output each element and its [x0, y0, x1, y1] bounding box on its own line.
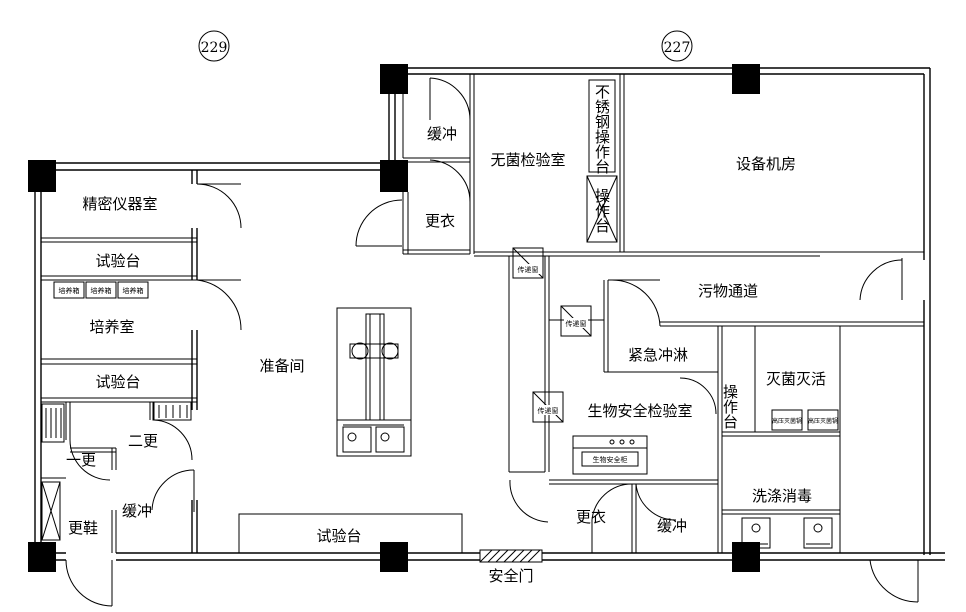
- pass-box-2-label: 传递窗: [566, 319, 587, 328]
- autoclave-1: 高压灭菌锅: [771, 409, 803, 431]
- left-partitions: [41, 170, 198, 553]
- right-partitions: [508, 256, 924, 553]
- cross-bench-label: 操作台: [593, 188, 611, 233]
- exterior-door-right: [869, 559, 919, 603]
- grid-marker-229-label: 229: [201, 40, 228, 56]
- grid-marker-227: 227: [661, 30, 693, 62]
- pass-box-1: 传递窗: [512, 247, 544, 279]
- pass-box-3: 传递窗: [532, 391, 564, 423]
- room-waste-corridor: 污物通道: [698, 282, 758, 300]
- room-culture: 培养室: [89, 318, 134, 336]
- pass-box-3-label: 传递窗: [538, 406, 559, 415]
- grid-marker-229: 229: [198, 30, 230, 62]
- biosafety-cabinet-label: 生物安全柜: [593, 455, 628, 464]
- left-doors: [65, 183, 242, 607]
- room-precision-instrument: 精密仪器室: [82, 195, 157, 213]
- room-first-change: 一更: [66, 451, 96, 469]
- autoclave-2: 高压灭菌锅: [807, 409, 839, 431]
- room-buffer-left: 缓冲: [122, 502, 152, 520]
- room-buffer-top: 缓冲: [427, 125, 457, 143]
- safety-door-label: 安全门: [488, 567, 533, 585]
- room-prep: 准备间: [259, 357, 304, 375]
- test-bench-2: 试验台: [95, 373, 140, 391]
- room-change-top: 更衣: [425, 212, 455, 230]
- autoclave-2-label: 高压灭菌锅: [808, 417, 838, 425]
- safety-door: 安全门: [479, 549, 543, 585]
- biosafety-cabinet: 生物安全柜: [572, 435, 648, 475]
- cross-bench: 操作台: [586, 175, 618, 243]
- room-sterile-lab: 无菌检验室: [490, 151, 565, 169]
- room-change-bottom: 更衣: [576, 508, 606, 526]
- sterile-partitions: [402, 74, 924, 257]
- incubator-1-label: 培养箱: [59, 286, 80, 295]
- test-bench-bottom: 试验台: [238, 513, 463, 554]
- test-bench-1: 试验台: [95, 252, 140, 270]
- stainless-bench-label: 不锈钢操作台: [593, 84, 611, 174]
- room-buffer-bottom: 缓冲: [657, 517, 687, 535]
- columns: [28, 64, 760, 572]
- room-shoe-change: 更鞋: [68, 519, 98, 537]
- right-doors: [509, 279, 717, 553]
- pass-box-2: 传递窗: [560, 305, 592, 337]
- room-second-change: 二更: [128, 432, 158, 450]
- test-bench-bottom-label: 试验台: [316, 527, 361, 545]
- incubator-1: 培养箱: [53, 281, 85, 299]
- incubator-3: 培养箱: [117, 281, 149, 299]
- stainless-bench: 不锈钢操作台: [588, 79, 616, 174]
- central-workbench: [336, 307, 412, 457]
- room-biosafety-lab: 生物安全检验室: [587, 402, 692, 420]
- room-emergency-shower: 紧急冲淋: [628, 346, 688, 364]
- pass-box-1-label: 传递窗: [518, 265, 539, 274]
- operation-bench-label: 操作台: [721, 384, 739, 429]
- shoe-rack: [41, 481, 61, 541]
- coat-rack-right: [152, 401, 192, 421]
- room-sterilization: 灭菌灭活: [766, 370, 826, 388]
- wash-sinks: [741, 517, 833, 549]
- room-equipment: 设备机房: [736, 155, 796, 173]
- incubator-2: 培养箱: [85, 281, 117, 299]
- autoclave-1-label: 高压灭菌锅: [772, 417, 802, 425]
- sterile-doors: [355, 77, 903, 301]
- grid-marker-227-label: 227: [664, 40, 691, 56]
- incubator-2-label: 培养箱: [91, 286, 112, 295]
- room-wash-disinfect: 洗涤消毒: [752, 487, 812, 505]
- coat-rack-left: [41, 403, 65, 443]
- incubator-3-label: 培养箱: [123, 286, 144, 295]
